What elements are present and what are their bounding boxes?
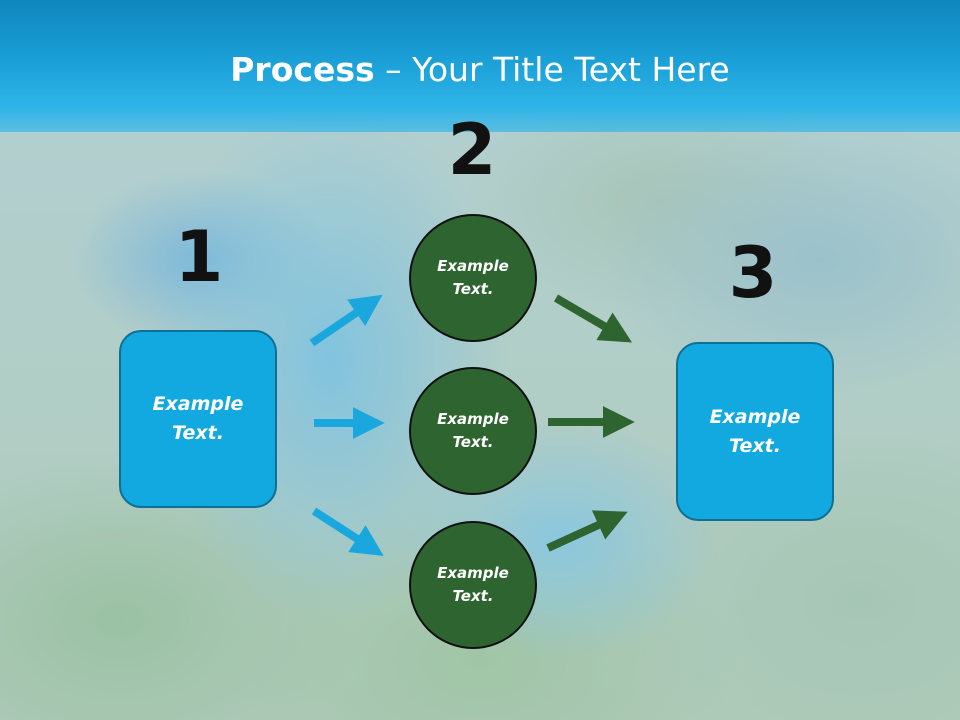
- left-process-box[interactable]: Example Text.: [119, 330, 277, 508]
- arrow-bottom-to-right: [546, 510, 628, 552]
- left-box-text: Example Text.: [152, 393, 244, 444]
- step-number-1: 1: [174, 216, 224, 298]
- title-band: [0, 0, 960, 132]
- title-rest: Your Title Text Here: [412, 50, 730, 89]
- arrow-top-to-right: [553, 294, 633, 343]
- step-number-2: 2: [447, 109, 497, 191]
- step-number-3: 3: [728, 232, 778, 314]
- circle-middle-text: Example Text.: [437, 410, 509, 451]
- arrow-left-to-top: [309, 294, 383, 347]
- circle-bottom-text: Example Text.: [437, 564, 509, 605]
- circle-bottom[interactable]: Example Text.: [409, 521, 537, 649]
- title-bold: Process: [230, 50, 375, 89]
- right-process-box[interactable]: Example Text.: [676, 342, 834, 521]
- slide-title[interactable]: Process – Your Title Text Here: [0, 50, 960, 89]
- circle-middle[interactable]: Example Text.: [409, 367, 537, 495]
- right-box-text: Example Text.: [709, 405, 801, 457]
- circle-top[interactable]: Example Text.: [409, 214, 537, 342]
- title-dash: –: [374, 50, 413, 89]
- circle-top-text: Example Text.: [437, 257, 509, 298]
- arrow-left-to-bottom: [311, 507, 384, 556]
